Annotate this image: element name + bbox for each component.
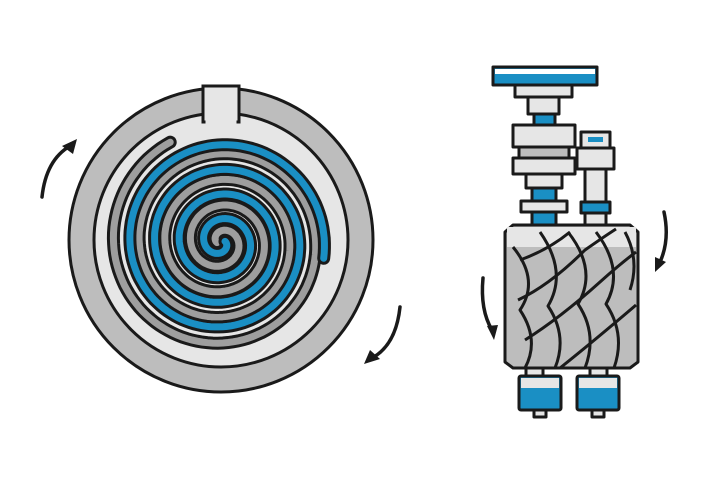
- scroll-compressor: [40, 84, 402, 394]
- rotation-arrow-icon: [40, 144, 72, 199]
- bearing-icon: [579, 200, 612, 215]
- rotation-arrow-head: [62, 139, 77, 154]
- bearing-icon: [532, 112, 557, 127]
- scroll-fixed-wrap: [109, 138, 320, 347]
- rotation-arrow-head: [487, 325, 498, 340]
- bearing-icon: [530, 186, 558, 203]
- rotation-arrow-icon: [480, 276, 494, 332]
- rotation-arrow-icon: [370, 305, 402, 360]
- screw-compressor: [480, 65, 668, 419]
- screw-rotor-icon: [511, 227, 637, 370]
- screw-drive-shaft: [513, 83, 574, 99]
- rotation-arrow-head: [655, 257, 666, 272]
- rotation-arrow-icon: [658, 210, 668, 264]
- scroll-orbiting-wrap: [126, 141, 328, 331]
- rotation-arrow-head: [364, 350, 380, 364]
